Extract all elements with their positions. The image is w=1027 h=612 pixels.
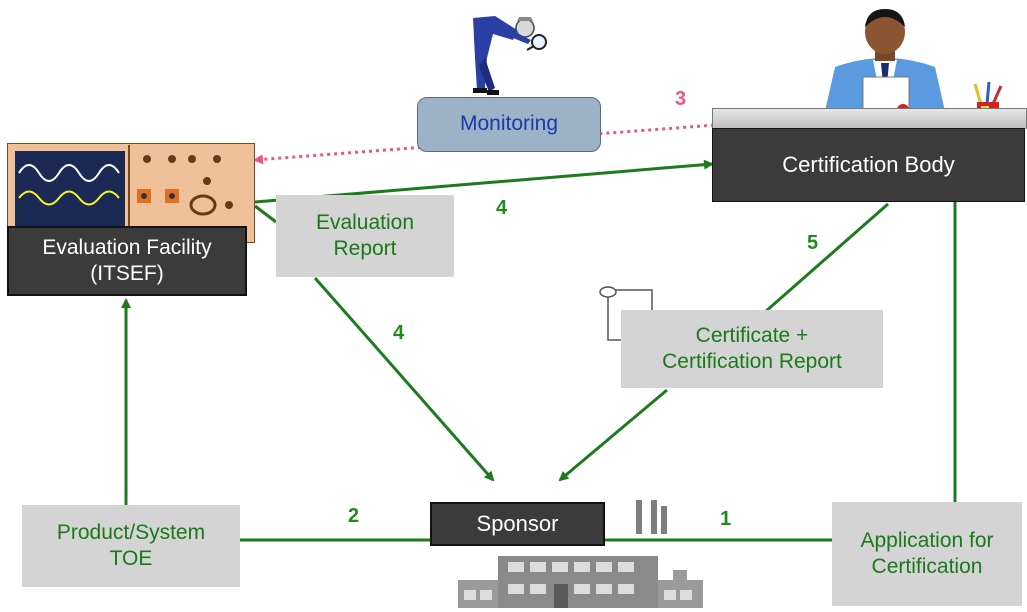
step-3-label: 3 (675, 88, 687, 110)
application-box: Application for Certification (832, 502, 1022, 606)
step-2-label: 2 (348, 505, 360, 527)
body-to-certificate-line (764, 202, 889, 314)
factory-icon (458, 500, 703, 608)
certification-body: Certification Body (712, 128, 1025, 202)
certifier-icon (823, 9, 947, 120)
step-1-label: 1 (720, 508, 732, 530)
step-4-top-label: 4 (496, 197, 508, 219)
monitoring-arrow (253, 122, 729, 165)
inspector-icon (473, 16, 547, 95)
certificate-to-sponsor-arrow (558, 388, 668, 482)
evaluation-facility: Evaluation Facility (ITSEF) (7, 226, 247, 296)
certification-desk (712, 108, 1027, 129)
product-system-box: Product/System TOE (22, 505, 240, 587)
monitoring-box: Monitoring (417, 97, 601, 152)
step-4-left-label: 4 (393, 322, 405, 344)
report-to-sponsor-arrow (313, 277, 495, 482)
step-5-label: 5 (807, 232, 819, 254)
certificate-box: Certificate + Certification Report (621, 310, 883, 388)
evaluation-report-box: Evaluation Report (276, 195, 454, 277)
sponsor-box: Sponsor (430, 502, 605, 546)
facility-report-connector (254, 204, 277, 224)
